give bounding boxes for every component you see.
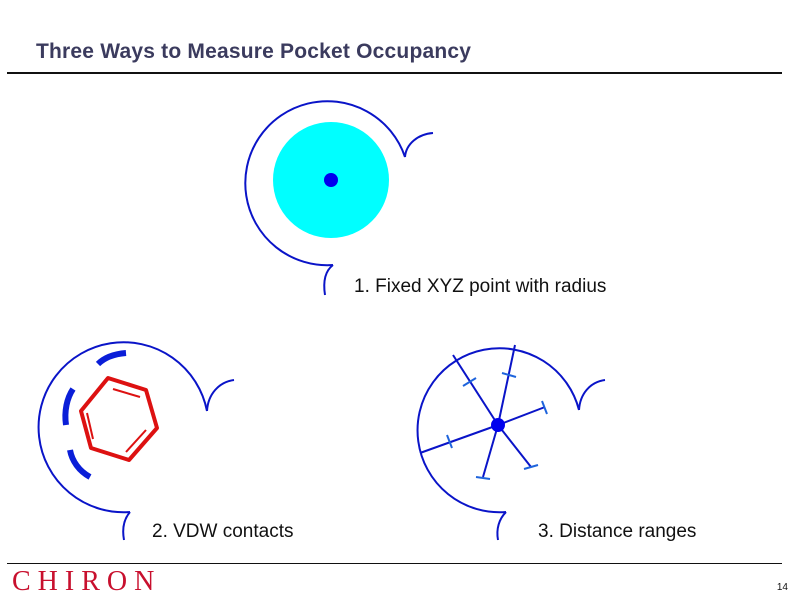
pocket-outline-3 [416, 347, 580, 514]
benzene-double-bond [125, 429, 147, 453]
benzene-ring [79, 376, 159, 462]
vdw-contact-arc [62, 387, 76, 426]
distance-ray [497, 344, 516, 426]
slide-title: Three Ways to Measure Pocket Occupancy [36, 40, 472, 63]
pocket-lobe-top-1 [404, 132, 434, 158]
pocket-lobe-bottom-2 [122, 511, 131, 541]
pocket-lobe-top-3 [578, 379, 606, 411]
range-tick [462, 377, 477, 387]
panel-3-distance-ranges-diagram [416, 344, 606, 541]
range-tick [475, 476, 491, 480]
fixed-xyz-point [324, 173, 338, 187]
range-tick [541, 400, 548, 415]
chiron-logo: CHIRON [12, 566, 162, 597]
central-atom [491, 418, 505, 432]
distance-ray [497, 406, 546, 426]
range-tick [523, 464, 539, 470]
pocket-lobe-top-2 [206, 379, 235, 412]
distance-ray [497, 424, 532, 468]
pocket-lobe-bottom-3 [496, 511, 507, 541]
panel-2-vdw-contacts-diagram [37, 341, 235, 541]
range-tick [501, 372, 517, 378]
panel-1-label: 1. Fixed XYZ point with radius [354, 276, 607, 297]
footer-divider [7, 563, 782, 564]
distance-ray [452, 354, 499, 426]
vdw-contact-arc [67, 449, 92, 480]
pocket-lobe-bottom-1 [323, 264, 334, 296]
panel-2-label: 2. VDW contacts [152, 521, 294, 542]
panel-3-label: 3. Distance ranges [538, 521, 697, 542]
pocket-outline-2 [37, 341, 208, 514]
range-tick [446, 434, 453, 449]
distance-ray [419, 424, 499, 454]
page-number: 14 [776, 582, 788, 593]
benzene-double-bond [112, 388, 141, 398]
distance-ray [482, 424, 499, 478]
pocket-outline-1 [244, 100, 406, 267]
vdw-contact-arc [95, 350, 127, 367]
panel-1-fixed-point-diagram [244, 100, 434, 296]
title-divider [7, 72, 782, 74]
benzene-double-bond [86, 412, 94, 440]
